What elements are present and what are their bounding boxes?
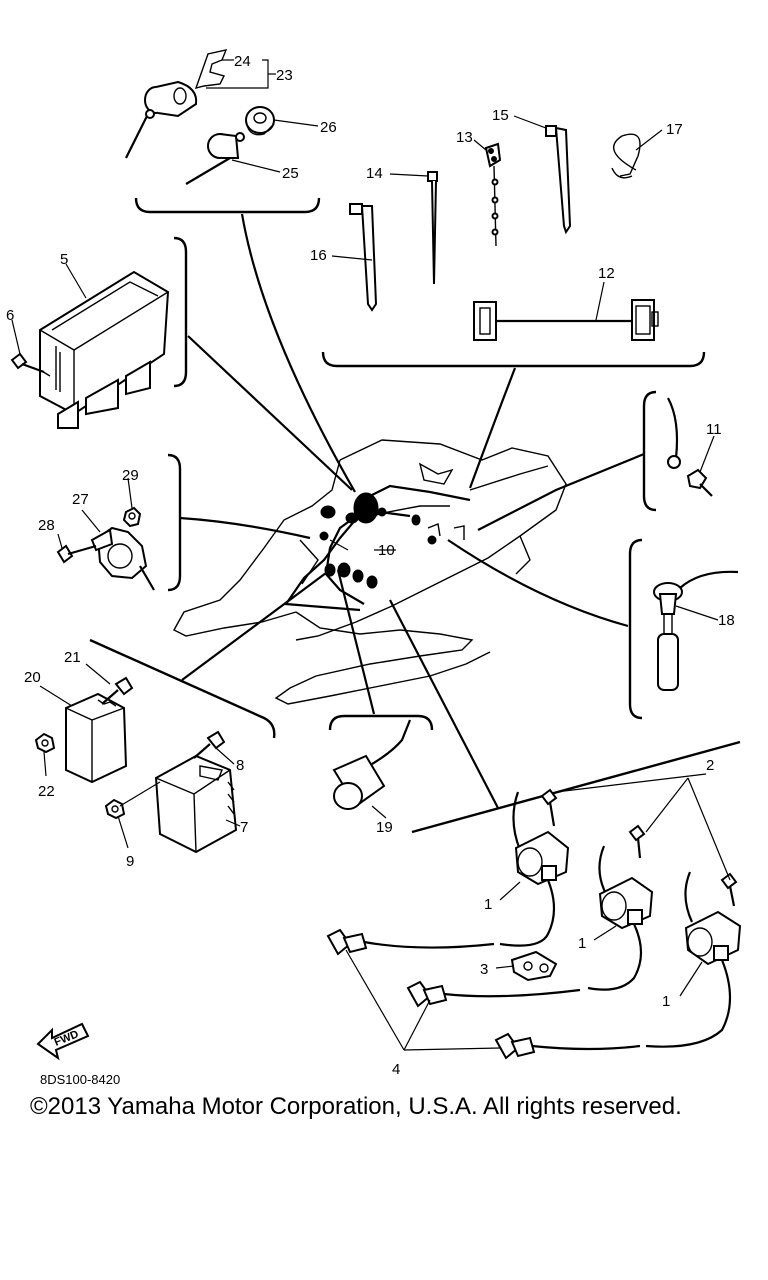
pointer-line-condenser	[336, 569, 376, 715]
ignition-coil-1a	[499, 791, 570, 947]
bolt-8	[193, 730, 226, 759]
clip-17	[611, 133, 641, 179]
callout-label: 9	[126, 853, 134, 870]
bolt-11	[686, 468, 713, 497]
bracket-ecu	[173, 236, 188, 388]
bracket-condenser	[328, 714, 434, 731]
band-12	[473, 299, 659, 341]
pointer-line-ecu	[187, 335, 353, 491]
callout-label: 10	[378, 542, 395, 559]
callout-label: 4	[392, 1061, 400, 1078]
kill-switch	[185, 132, 245, 185]
bracket-throttle-sensor	[167, 453, 182, 592]
screw-6	[10, 352, 45, 374]
callout-label: 1	[484, 896, 492, 913]
clamp-3	[510, 950, 558, 982]
callout-label: 29	[122, 467, 139, 484]
nut-29	[122, 506, 142, 528]
pointer-line-coils	[389, 599, 499, 809]
screw-2c	[720, 872, 738, 907]
callout-label: 5	[60, 251, 68, 268]
bracket-coils	[411, 740, 741, 834]
diagram-code: 8DS100-8420	[40, 1072, 121, 1087]
callout-label: 22	[38, 783, 55, 800]
ignition-coil-1c	[645, 871, 742, 1048]
callout-label: 15	[492, 107, 509, 124]
callout-label: 27	[72, 491, 89, 508]
switch-knob	[245, 106, 275, 136]
callout-label: 26	[320, 119, 337, 136]
switch-18	[653, 570, 739, 691]
callout-label: 23	[276, 67, 293, 84]
bracket-switch	[628, 538, 643, 720]
cdi-unit-20	[65, 692, 128, 784]
wire-clamp-16	[349, 203, 378, 312]
frame-outline	[173, 439, 567, 705]
callout-label: 1	[662, 993, 670, 1010]
parts-diagram: 1 1 1 2 3 4 5 6 7 8 9 10 11 12 13 14 15 …	[6, 49, 742, 1078]
callout-label: 24	[234, 53, 251, 70]
wire-clamp-15	[545, 125, 572, 235]
ecu-unit	[39, 270, 170, 429]
callout-label: 2	[706, 757, 714, 774]
callout-labels: 1 1 1 2 3 4 5 6 7 8 9 10 11 12 13 14 15 …	[6, 53, 735, 1078]
callout-label: 13	[456, 129, 473, 146]
callout-label: 7	[240, 819, 248, 836]
pointer-line-switch-18	[447, 539, 629, 628]
nut-22	[34, 732, 56, 754]
cdi-unit-7	[154, 754, 238, 854]
callout-label: 18	[718, 612, 735, 629]
screw-28	[56, 544, 97, 564]
fwd-arrow-icon: FWD	[36, 1022, 90, 1061]
wire-lead-13	[484, 142, 502, 247]
cable-tie-14	[427, 171, 438, 285]
callout-label: 3	[480, 961, 488, 978]
condenser-19	[332, 719, 412, 810]
copyright-notice: ©2013 Yamaha Motor Corporation, U.S.A. A…	[30, 1093, 682, 1120]
screw-2a	[540, 788, 558, 827]
pointer-line-switches	[240, 213, 356, 493]
callout-label: 20	[24, 669, 41, 686]
callout-label: 25	[282, 165, 299, 182]
bolt-21	[101, 676, 134, 705]
callout-label: 16	[310, 247, 327, 264]
bracket-top-right	[321, 351, 706, 368]
pointer-line-harness-parts	[468, 367, 517, 489]
callout-label: 17	[666, 121, 683, 138]
bracket-top-left	[134, 197, 321, 214]
plug-cap-4c	[494, 1032, 641, 1060]
screw-2b	[628, 824, 646, 859]
pointer-line-cdi	[181, 569, 331, 681]
pointer-line-ground	[477, 452, 645, 531]
throttle-sensor-27	[90, 526, 155, 591]
callout-label: 14	[366, 165, 383, 182]
wire-harness	[284, 484, 471, 612]
callout-label: 6	[6, 307, 14, 324]
main-switch-assembly	[125, 49, 228, 159]
callout-label: 1	[578, 935, 586, 952]
nut-9	[104, 798, 126, 820]
ignition-coil-1b	[587, 845, 654, 991]
callout-label: 28	[38, 517, 55, 534]
callout-label: 19	[376, 819, 393, 836]
pointer-line-sensor	[179, 516, 311, 540]
bracket-cdi	[89, 638, 276, 739]
callout-label: 8	[236, 757, 244, 774]
plug-cap-4b	[406, 980, 581, 1008]
callout-label: 11	[706, 421, 722, 438]
callout-label: 21	[64, 649, 81, 666]
leader-lines	[11, 59, 731, 1051]
bracket-ground-lead	[642, 390, 657, 512]
plug-cap-4a	[326, 928, 495, 956]
callout-label: 12	[598, 265, 615, 282]
ground-lead	[667, 397, 681, 469]
